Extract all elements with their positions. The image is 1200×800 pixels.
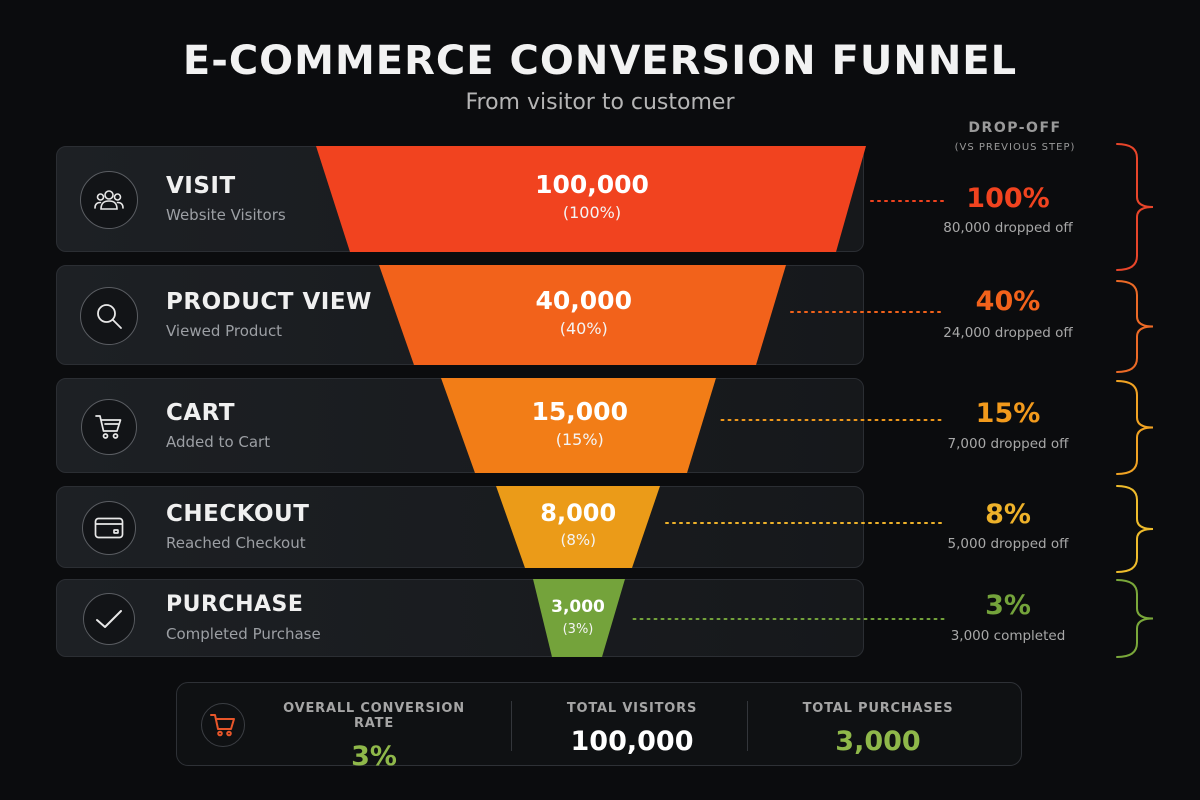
funnel-segment: [441, 378, 716, 473]
dropoff-note: 80,000 dropped off: [943, 220, 1073, 236]
stage-description: Added to Cart: [166, 432, 271, 451]
summary-cart-icon: [201, 703, 245, 747]
stage-name: CHECKOUT: [166, 501, 310, 527]
stage-name: CART: [166, 399, 236, 426]
stage-name: PURCHASE: [166, 592, 304, 617]
dropoff-percent: 8%: [985, 499, 1031, 530]
funnel-stage-card: CHECKOUT Reached Checkout: [56, 486, 864, 568]
summary-divider: [511, 701, 512, 751]
segment-percent: (3%): [562, 622, 594, 637]
chart-subtitle: From visitor to customer: [465, 90, 735, 115]
summary-panel: OVERALL CONVERSION RATE 3% TOTAL VISITOR…: [176, 682, 1022, 772]
summary-visitors-label: TOTAL VISITORS: [566, 701, 698, 716]
summary-conversion: OVERALL CONVERSION RATE 3%: [269, 701, 479, 772]
dropoff-note: 24,000 dropped off: [943, 325, 1073, 341]
checkmark-icon: [83, 593, 135, 645]
search-icon: [80, 287, 138, 345]
dropoff-brace: [1116, 579, 1154, 658]
dropoff-percent: 15%: [975, 398, 1041, 429]
dropoff-header-subtitle: (VS PREVIOUS STEP): [954, 142, 1076, 153]
dropoff-percent: 40%: [975, 286, 1041, 317]
chart-title: E-COMMERCE CONVERSION FUNNEL: [182, 38, 1018, 84]
summary-visitors: TOTAL VISITORS 100,000: [527, 701, 737, 757]
dropoff-brace: [1116, 485, 1154, 573]
dropoff-percent: 3%: [985, 590, 1031, 621]
stage-description: Website Visitors: [166, 206, 286, 224]
segment-percent: (40%): [559, 319, 608, 338]
summary-purchases-value: 3,000: [835, 726, 921, 757]
summary-conversion-label: OVERALL CONVERSION RATE: [283, 701, 465, 731]
dropoff-header-title: DROP-OFF: [968, 120, 1062, 136]
funnel-segment: [316, 146, 866, 252]
funnel-segment: [496, 486, 660, 568]
stage-description: Reached Checkout: [166, 534, 306, 552]
dropoff-brace: [1116, 143, 1154, 271]
funnel-segment: [533, 579, 625, 657]
stage-description: Completed Purchase: [166, 625, 321, 643]
dropoff-brace: [1116, 380, 1154, 475]
segment-percent: (100%): [562, 203, 622, 222]
summary-purchases: TOTAL PURCHASES 3,000: [773, 701, 983, 757]
dropoff-header: DROP-OFF (VS PREVIOUS STEP): [925, 120, 1105, 153]
credit-card-icon: [82, 501, 136, 555]
segment-value: 100,000: [535, 170, 649, 199]
dropoff-note: 5,000 dropped off: [947, 536, 1069, 552]
segment-percent: (15%): [555, 429, 604, 449]
funnel-stage-card: PURCHASE Completed Purchase: [56, 579, 864, 657]
segment-value: 15,000: [531, 396, 628, 426]
dropoff-brace: [1116, 280, 1154, 373]
dropoff-note: 3,000 completed: [950, 628, 1066, 644]
users-icon: [80, 171, 138, 229]
funnel-segment: [379, 265, 786, 365]
segment-value: 3,000: [551, 597, 605, 617]
stage-name: VISIT: [166, 173, 236, 199]
stage-name: PRODUCT VIEW: [166, 289, 372, 315]
stage-description: Viewed Product: [166, 322, 283, 340]
summary-visitors-value: 100,000: [570, 726, 694, 757]
segment-value: 40,000: [535, 286, 632, 315]
dropoff-percent: 100%: [966, 183, 1050, 214]
summary-conversion-value: 3%: [351, 741, 397, 772]
segment-percent: (8%): [560, 531, 596, 549]
summary-purchases-label: TOTAL PURCHASES: [802, 701, 954, 716]
summary-divider: [747, 701, 748, 751]
dropoff-note: 7,000 dropped off: [947, 436, 1069, 452]
cart-icon: [81, 398, 137, 455]
segment-value: 8,000: [540, 499, 617, 527]
